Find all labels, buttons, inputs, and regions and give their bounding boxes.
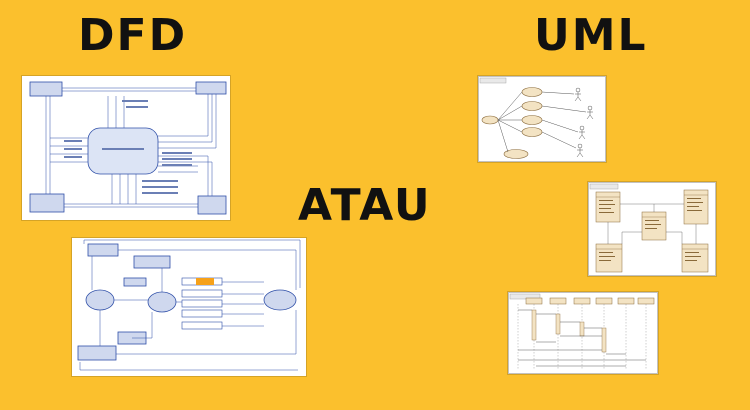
uml-heading: UML	[534, 10, 648, 61]
uml-use-case-diagram	[478, 76, 606, 162]
dfd-context-drawing	[29, 81, 227, 215]
dfd-heading: DFD	[78, 10, 188, 61]
uml-use-case-drawing	[478, 76, 606, 162]
uml-sequence-drawing	[508, 292, 658, 374]
uml-sequence-diagram	[508, 292, 658, 374]
uml-class-drawing	[588, 182, 716, 276]
dfd-context-diagram	[22, 76, 230, 220]
atau-heading: ATAU	[298, 180, 432, 231]
uml-class-diagram	[588, 182, 716, 276]
dfd-level-1-drawing	[77, 239, 301, 371]
dfd-level-1-diagram	[72, 238, 306, 376]
